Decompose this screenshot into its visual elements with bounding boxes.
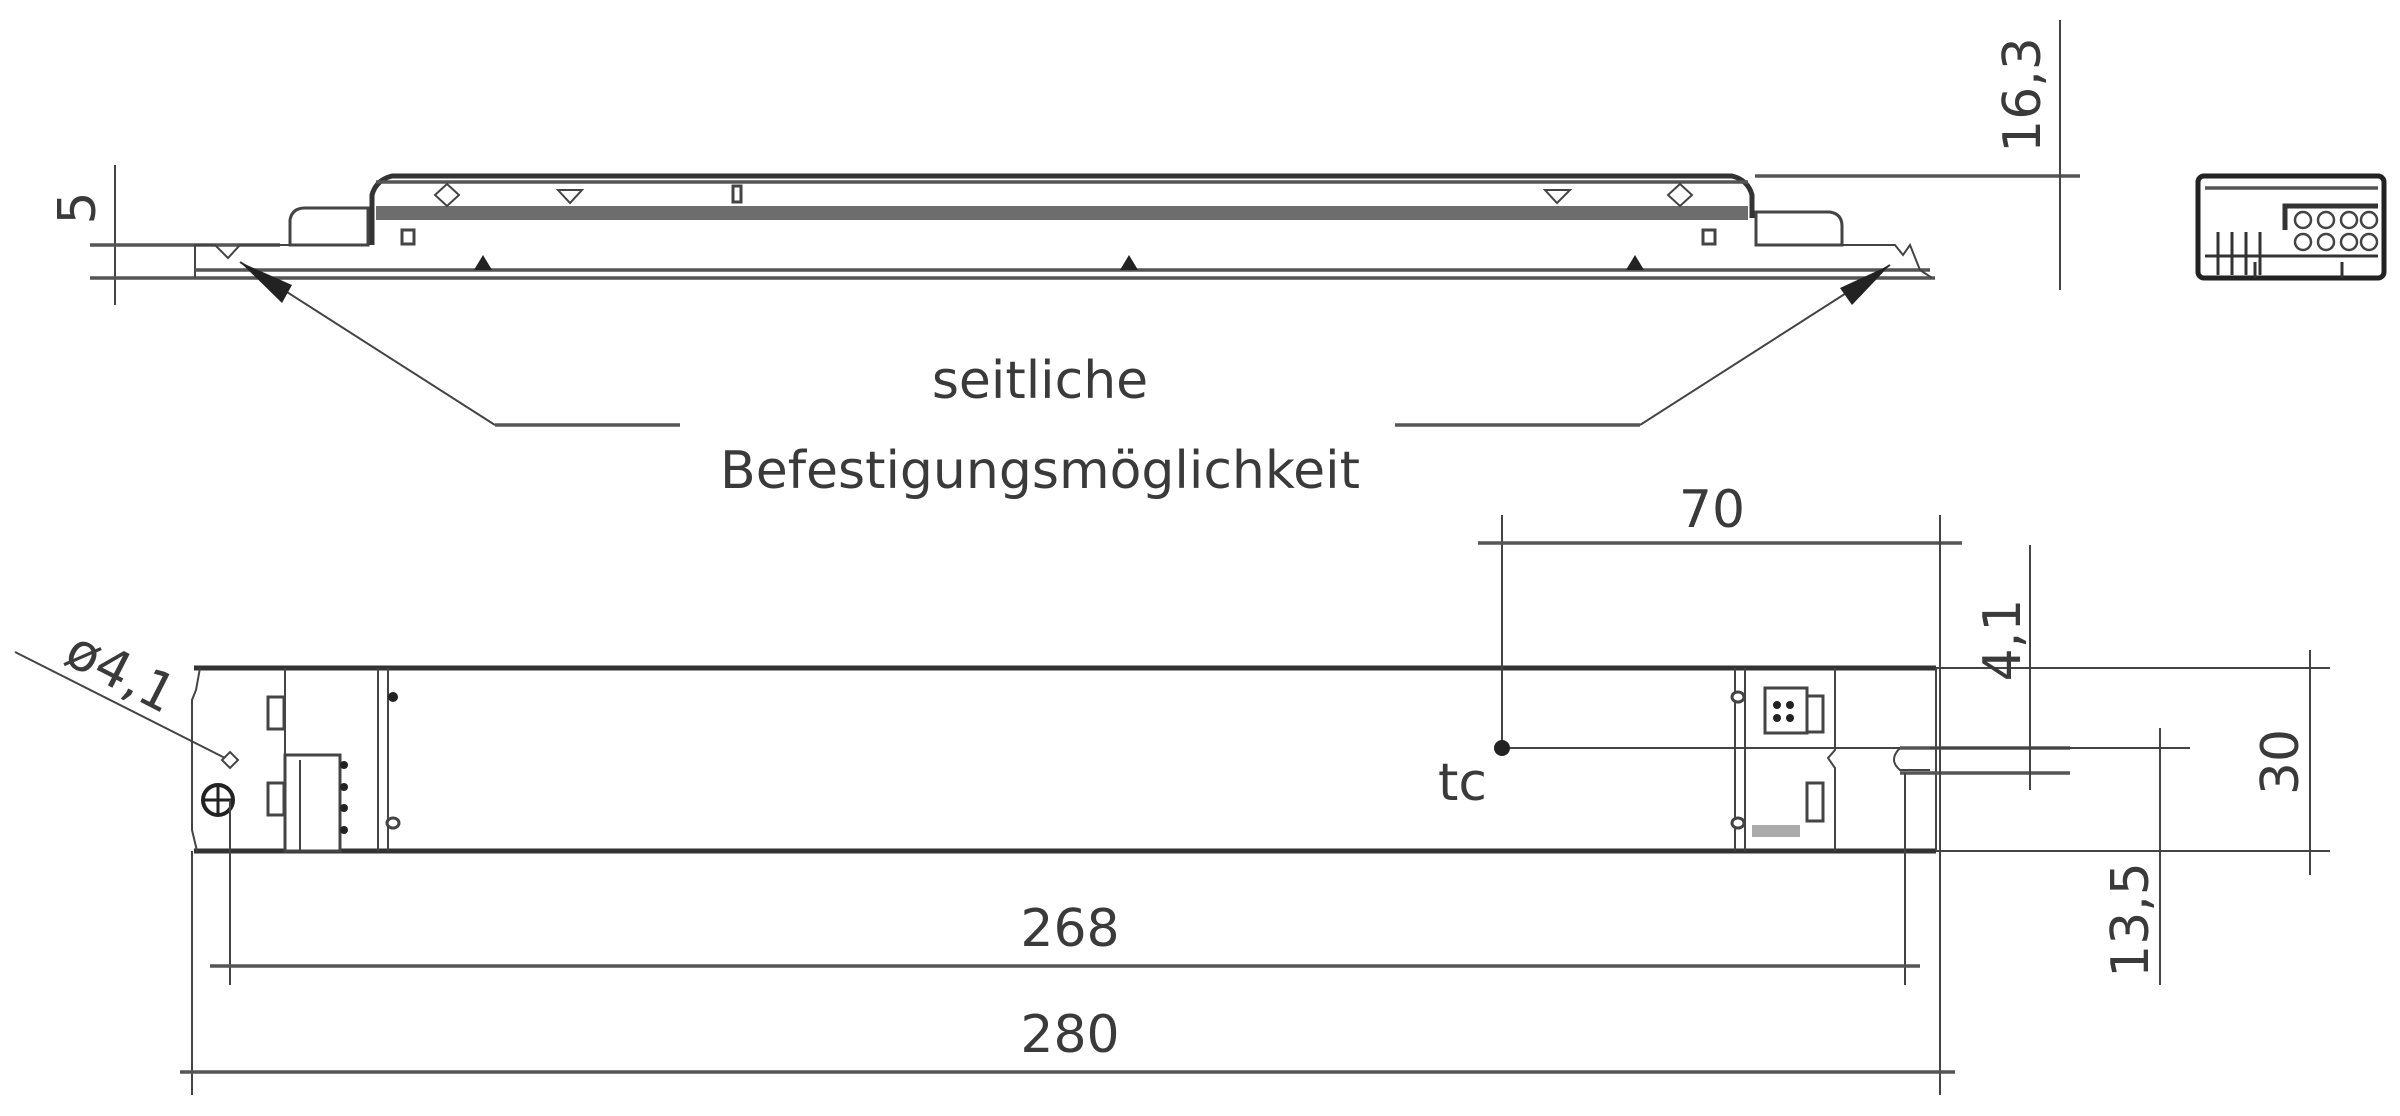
- dim-hole-diameter-label: ø4,1: [56, 620, 185, 725]
- dim-5-label: 5: [48, 191, 108, 224]
- right-block-pin: [1730, 690, 1746, 704]
- left-block-pin: [385, 816, 401, 830]
- left-terminal-block: [288, 206, 370, 247]
- dim-4-1-label: 4,1: [1973, 599, 2033, 682]
- terminal-holes: [2293, 210, 2379, 252]
- left-block-pin: [388, 692, 398, 702]
- left-flange: [194, 244, 290, 278]
- end-view-ribs: [2205, 232, 2378, 278]
- end-view-outline: [2195, 173, 2387, 281]
- right-flange: [1842, 242, 1933, 279]
- tc-label: tc: [1438, 753, 1487, 813]
- end-view: [2195, 173, 2387, 281]
- arrowhead-right: [1840, 265, 1890, 305]
- body-left-edge: [191, 667, 201, 852]
- right-block-divider: [1826, 668, 1836, 851]
- rail-hole: [1666, 182, 1694, 208]
- right-latch: [1805, 694, 1825, 734]
- foot-triangle: [1626, 255, 1644, 270]
- right-terminal-pin: [1773, 714, 1781, 722]
- foot-triangle: [1120, 255, 1138, 270]
- mounting-hole: [220, 750, 240, 770]
- rail-notch: [1542, 189, 1573, 205]
- right-block-pin: [1730, 816, 1746, 830]
- annotation-line-1: seitliche: [932, 351, 1148, 411]
- rail-hole: [433, 182, 461, 208]
- right-terminal-pin: [1786, 701, 1794, 709]
- right-terminal: [1763, 686, 1809, 735]
- arrowhead-left: [240, 262, 292, 303]
- left-terminal-pins: [340, 761, 348, 834]
- right-terminal-block: [1754, 210, 1844, 247]
- plan-view: tc 70 4,1 30 13,5 268 280 ø4,1: [14, 480, 2330, 1095]
- dim-hole-leader: [14, 651, 226, 759]
- right-terminal-pin: [1786, 714, 1794, 722]
- housing-profile: [369, 173, 1755, 245]
- side-view: [90, 20, 2080, 427]
- dim-268-label: 268: [1020, 899, 1119, 959]
- rail-notch: [555, 189, 585, 205]
- dim-70-label: 70: [1679, 480, 1745, 540]
- right-block-label: [1752, 825, 1800, 837]
- left-latch: [266, 695, 286, 731]
- dim-30-label: 30: [2251, 729, 2311, 795]
- clip-square: [1701, 228, 1717, 246]
- right-latch: [1805, 781, 1825, 823]
- dim-280-label: 280: [1020, 1005, 1119, 1065]
- dim-13-5-label: 13,5: [2101, 862, 2161, 978]
- annotation-line-2: Befestigungsmöglichkeit: [720, 441, 1360, 501]
- end-view-step: [2282, 203, 2378, 230]
- right-terminal-pin: [1773, 701, 1781, 709]
- cable-entry: [1893, 747, 1930, 771]
- left-terminal: [283, 753, 342, 853]
- rail-slot: [731, 184, 743, 204]
- clip-square: [400, 228, 416, 246]
- dim-16-3-label: 16,3: [1993, 37, 2053, 153]
- left-latch: [266, 781, 286, 817]
- housing-rail: [376, 206, 1748, 220]
- foot-triangle: [474, 255, 492, 270]
- tc-point-marker: [1494, 740, 1510, 756]
